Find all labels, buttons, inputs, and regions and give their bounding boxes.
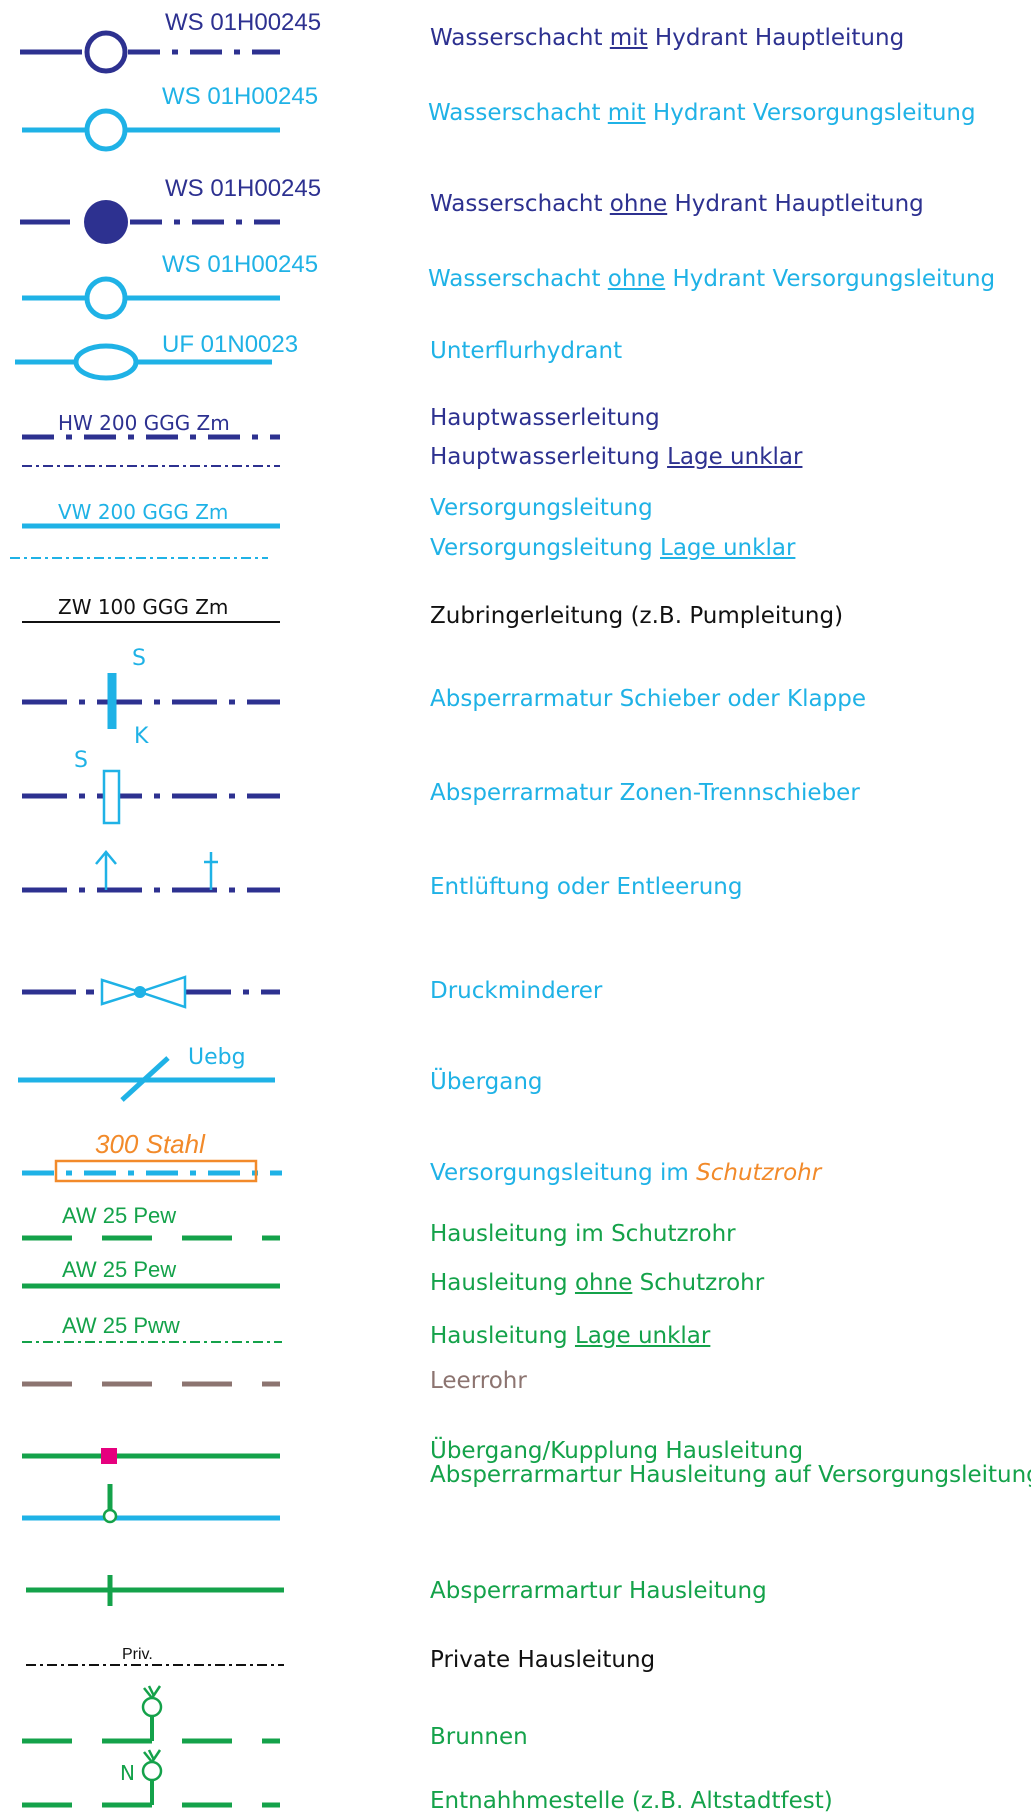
desc-hausleitung-lage-unklar: Hausleitung Lage unklar: [430, 1323, 711, 1349]
label-aw-1: AW 25 Pew: [62, 1203, 176, 1228]
symbol-ws-ohne-hydrant-haupt: WS 01H00245: [20, 175, 321, 244]
symbol-ws-mit-hydrant-versorgung: WS 01H00245: [22, 83, 318, 152]
desc-schieber-klappe: Absperrarmatur Schieber oder Klappe: [430, 686, 866, 712]
label-schieber-s: S: [132, 646, 146, 671]
desc-ws-ohne-hydrant-haupt: Wasserschacht ohne Hydrant Hauptleitung: [430, 191, 924, 217]
label-aw-2: AW 25 Pew: [62, 1257, 176, 1282]
desc-unterflurhydrant: Unterflurhydrant: [430, 338, 623, 364]
desc-ws-mit-hydrant-haupt: Wasserschacht mit Hydrant Hauptleitung: [430, 25, 905, 51]
label-zw: ZW 100 GGG Zm: [58, 595, 228, 619]
label-ws-2: WS 01H00245: [162, 83, 318, 110]
symbol-private-hausleitung: Priv.: [26, 1646, 284, 1666]
label-ws-3: WS 01H00245: [165, 175, 321, 202]
desc-hausleitung-ohne-schutzrohr: Hausleitung ohne Schutzrohr: [430, 1270, 765, 1296]
symbol-versorgung-schutzrohr: 300 Stahl: [22, 1129, 282, 1183]
symbol-entnahmestelle: N: [22, 1749, 280, 1808]
label-aw-3: AW 25 Pww: [62, 1313, 180, 1338]
symbol-druckminderer: [22, 975, 280, 1009]
label-entnahme-n: N: [120, 1761, 135, 1785]
desc-entlueftung-entleerung: Entlüftung oder Entleerung: [430, 874, 743, 900]
symbol-entlueftung-entleerung: [22, 850, 280, 893]
symbol-versorgungsleitung: VW 200 GGG Zm: [10, 500, 280, 559]
symbol-hauptwasserleitung: HW 200 GGG Zm: [22, 411, 280, 467]
desc-ws-mit-hydrant-versorgung: Wasserschacht mit Hydrant Versorgungslei…: [428, 100, 976, 126]
symbol-zubringerleitung: ZW 100 GGG Zm: [22, 595, 280, 623]
desc-hauptwasserleitung-lage-unklar: Hauptwasserleitung Lage unklar: [430, 444, 803, 470]
symbol-ws-mit-hydrant-haupt: WS 01H00245: [20, 9, 321, 74]
symbol-brunnen: [22, 1685, 280, 1744]
desc-absperr-haus-auf-versorgung: Absperrarmartur Hausleitung auf Versorgu…: [430, 1462, 1031, 1488]
desc-hauptwasserleitung: Hauptwasserleitung: [430, 405, 660, 431]
symbol-unterflurhydrant: UF 01N0023: [15, 331, 298, 381]
desc-versorgung-schutzrohr: Versorgungsleitung im Schutzrohr: [430, 1160, 822, 1186]
desc-leerrohr: Leerrohr: [430, 1368, 527, 1394]
symbol-zonen-trennschieber: S: [22, 748, 280, 825]
label-ws-4: WS 01H00245: [162, 251, 318, 278]
desc-hausleitung-schutzrohr: Hausleitung im Schutzrohr: [430, 1221, 736, 1247]
symbol-hausleitung-schutzrohr: AW 25 Pew: [22, 1203, 280, 1241]
symbol-absperr-haus-auf-versorgung: [22, 1484, 280, 1524]
label-vw: VW 200 GGG Zm: [58, 500, 228, 524]
label-hw: HW 200 GGG Zm: [58, 411, 230, 435]
symbol-schieber-klappe: S K: [22, 646, 280, 749]
desc-absperr-hausleitung: Absperrarmartur Hausleitung: [430, 1578, 767, 1604]
symbol-absperr-hausleitung: [26, 1575, 284, 1606]
desc-ws-ohne-hydrant-versorgung: Wasserschacht ohne Hydrant Versorgungsle…: [428, 266, 996, 292]
label-priv: Priv.: [122, 1646, 153, 1663]
desc-versorgungsleitung: Versorgungsleitung: [430, 495, 653, 521]
desc-versorgungsleitung-lage-unklar: Versorgungsleitung Lage unklar: [430, 535, 796, 561]
label-schutzrohr: 300 Stahl: [95, 1129, 206, 1159]
desc-zonen-trennschieber: Absperrarmatur Zonen-Trennschieber: [430, 780, 860, 806]
desc-private-hausleitung: Private Hausleitung: [430, 1647, 656, 1673]
label-uf: UF 01N0023: [162, 331, 298, 358]
desc-zubringerleitung: Zubringerleitung (z.B. Pumpleitung): [430, 603, 844, 629]
desc-druckminderer: Druckminderer: [430, 978, 603, 1004]
desc-uebergang: Übergang: [430, 1069, 543, 1095]
desc-entnahmestelle: Entnahhmestelle (z.B. Altstadtfest): [430, 1788, 833, 1814]
symbol-kupplung-hausleitung: [22, 1448, 280, 1464]
symbol-hausleitung-ohne-schutzrohr: AW 25 Pew: [22, 1257, 280, 1289]
label-uebg: Uebg: [188, 1045, 246, 1070]
symbol-ws-ohne-hydrant-versorgung: WS 01H00245: [22, 251, 318, 320]
label-ws-1: WS 01H00245: [165, 9, 321, 36]
symbol-hausleitung-lage-unklar: AW 25 Pww: [22, 1313, 282, 1343]
symbol-uebergang: Uebg: [18, 1045, 275, 1102]
desc-kupplung-hausleitung: Übergang/Kupplung Hausleitung: [430, 1438, 804, 1464]
label-schieber-k: K: [134, 724, 149, 749]
label-zonen-s: S: [74, 748, 88, 773]
desc-brunnen: Brunnen: [430, 1724, 528, 1750]
